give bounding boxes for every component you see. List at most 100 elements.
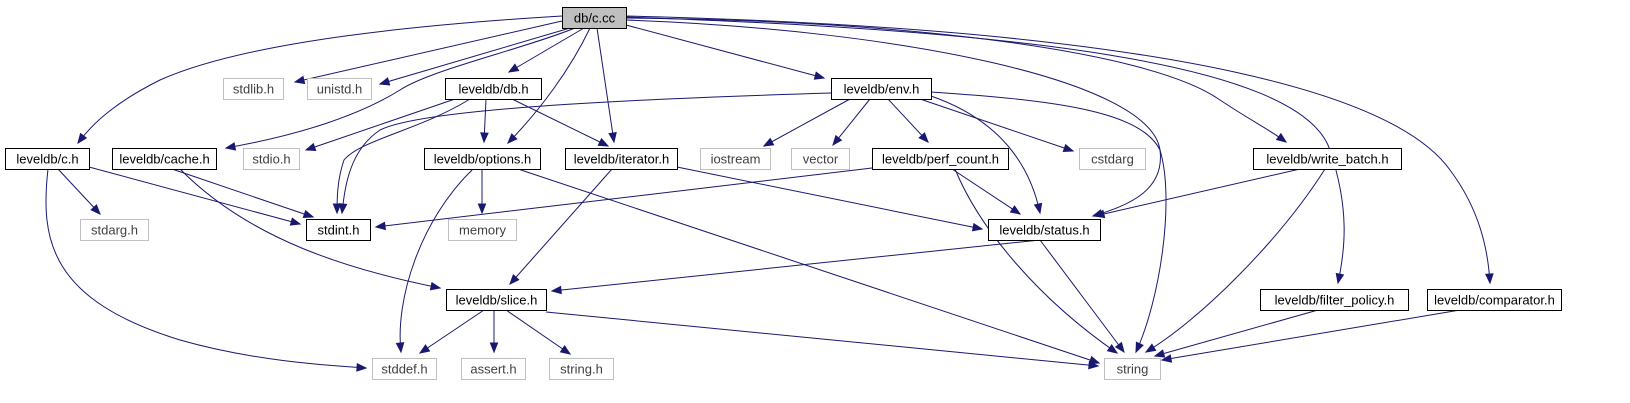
edge-db-c-cc-to-leveldb-filter-policy-h (625, 16, 1345, 285)
node-label: leveldb/status.h (999, 223, 1089, 238)
node-leveldb-slice-h[interactable]: leveldb/slice.h (446, 289, 547, 311)
node-stdlib-h: stdlib.h (223, 78, 284, 100)
edge-leveldb-env-h-to-iostream (762, 98, 851, 147)
edge-leveldb-status-h-to-leveldb-slice-h (550, 239, 1041, 295)
node-memory: memory (448, 219, 517, 241)
edge-line (88, 166, 301, 225)
node-box (223, 78, 284, 100)
edge-db-c-cc-to-leveldb-write-batch-h (625, 17, 1288, 143)
arrowhead (90, 204, 101, 215)
edge-leveldb-env-h-to-vector (832, 98, 871, 147)
edge-line (625, 17, 1287, 143)
node-label: vector (803, 152, 839, 167)
edge-leveldb-db-h-to-stdio-h (304, 98, 456, 152)
node-box (306, 219, 371, 241)
node-leveldb-env-h[interactable]: leveldb/env.h (831, 78, 932, 100)
node-leveldb-perf-count-h[interactable]: leveldb/perf_count.h (872, 148, 1009, 170)
arrowhead (1160, 354, 1173, 363)
edge-leveldb-cache-h-to-leveldb-slice-h (179, 168, 442, 291)
edge-db-c-cc-to-leveldb-db-h (507, 27, 585, 73)
node-box (565, 148, 678, 170)
node-stddef-h: stddef.h (372, 358, 437, 380)
node-label: leveldb/comparator.h (1434, 293, 1555, 308)
arrowhead (918, 132, 929, 143)
edge-line (507, 27, 591, 144)
node-box (461, 358, 526, 380)
edge-line (763, 98, 851, 147)
arrowhead (1135, 341, 1144, 354)
edge-line (294, 20, 563, 83)
edge-line (508, 27, 585, 73)
arrowhead (395, 342, 405, 354)
node-leveldb-cache-h[interactable]: leveldb/cache.h (112, 148, 217, 170)
arrowhead (1335, 272, 1345, 285)
node-leveldb-write-batch-h[interactable]: leveldb/write_batch.h (1253, 148, 1402, 170)
node-label: unistd.h (317, 82, 363, 97)
edge-leveldb-perf-count-h-to-stdint-h (374, 167, 873, 231)
node-label: leveldb/write_batch.h (1266, 152, 1388, 167)
node-leveldb-comparator-h[interactable]: leveldb/comparator.h (1427, 289, 1562, 311)
node-box (831, 78, 932, 100)
node-db-c-cc[interactable]: db/c.cc (562, 7, 627, 29)
edge-leveldb-c-h-to-stdint-h (88, 166, 302, 226)
node-label: leveldb/filter_policy.h (1275, 293, 1395, 308)
edge-line (832, 98, 871, 146)
node-box (1079, 148, 1146, 170)
edge-leveldb-c-h-to-stdarg-h (57, 168, 101, 215)
node-box (307, 78, 372, 100)
edge-line (551, 239, 1041, 292)
edge-db-c-cc-to-leveldb-env-h (625, 24, 826, 80)
edge-line (625, 16, 1345, 284)
edge-leveldb-status-h-to-string (1039, 239, 1125, 354)
arrowhead (293, 75, 306, 85)
node-label: string.h (560, 362, 603, 377)
edge-line (399, 168, 474, 353)
edge-line (954, 168, 1118, 354)
node-box (562, 7, 627, 29)
node-label: leveldb/perf_count.h (882, 152, 999, 167)
edge-leveldb-slice-h-to-stddef-h (418, 309, 485, 354)
edge-line (379, 27, 571, 85)
node-leveldb-c-h[interactable]: leveldb/c.h (5, 148, 90, 170)
edge-line (336, 98, 471, 214)
edge-line (305, 98, 456, 151)
edge-line (625, 19, 1161, 217)
node-label: leveldb/c.h (16, 152, 78, 167)
node-leveldb-db-h[interactable]: leveldb/db.h (445, 78, 542, 100)
node-stdio-h: stdio.h (243, 148, 300, 170)
edge-leveldb-options-h-to-memory (477, 169, 487, 215)
node-vector: vector (791, 148, 850, 170)
node-box (80, 219, 149, 241)
arrowhead (559, 345, 572, 355)
node-leveldb-options-h[interactable]: leveldb/options.h (424, 148, 541, 170)
arrowhead (302, 209, 315, 219)
node-string-h: string.h (549, 358, 614, 380)
node-leveldb-iterator-h[interactable]: leveldb/iterator.h (565, 148, 678, 170)
edge-line (77, 15, 563, 144)
edge-line (930, 91, 1167, 353)
arrowhead (77, 132, 88, 145)
node-box (1104, 358, 1161, 380)
node-leveldb-filter-policy-h[interactable]: leveldb/filter_policy.h (1260, 289, 1409, 311)
edge-line (517, 168, 1100, 364)
edge-line (45, 168, 367, 369)
nodes-layer: db/c.cc stdlib.h unistd.h leveldb/db.h level… (5, 7, 1562, 380)
edge-db-c-cc-to-leveldb-iterator-h (596, 27, 617, 144)
node-box (988, 219, 1101, 241)
node-string: string (1104, 358, 1161, 380)
edge-line (505, 309, 571, 355)
edge-leveldb-options-h-to-stddef-h (395, 168, 474, 354)
edge-leveldb-env-h-to-leveldb-perf-count-h (887, 98, 929, 143)
arrowhead (356, 363, 368, 372)
edge-leveldb-db-h-to-stdint-h (332, 98, 471, 215)
arrowhead (1033, 202, 1043, 215)
arrowhead (509, 274, 520, 285)
node-stdint-h[interactable]: stdint.h (306, 219, 371, 241)
node-assert-h: assert.h (461, 358, 526, 380)
arrowhead (418, 344, 431, 354)
edge-db-c-cc-to-leveldb-c-h (77, 15, 563, 145)
node-leveldb-status-h[interactable]: leveldb/status.h (988, 219, 1101, 241)
node-box (424, 148, 541, 170)
node-box (446, 289, 547, 311)
